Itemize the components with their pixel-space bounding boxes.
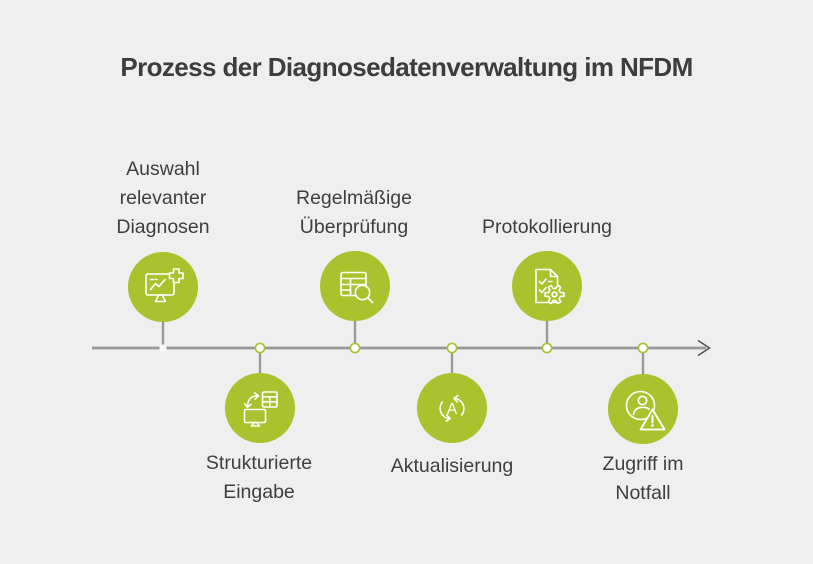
timeline-junction-dot bbox=[159, 344, 167, 352]
step-circle-protokollierung bbox=[512, 251, 582, 321]
step-circle-strukturierte bbox=[225, 373, 295, 443]
step-circle-aktualisierung: A bbox=[417, 373, 487, 443]
step-label-protokollierung: Protokollierung bbox=[481, 216, 613, 238]
person-warning-icon bbox=[625, 390, 666, 431]
step-label-zugriff: Zugriff im Notfall bbox=[602, 453, 684, 504]
step-circle-auswahl bbox=[128, 252, 198, 322]
refresh-cycle-icon: A bbox=[439, 394, 465, 423]
monitor-chart-plus-icon bbox=[145, 268, 184, 303]
timeline-node bbox=[541, 342, 553, 354]
timeline-node bbox=[637, 342, 649, 354]
timeline-node bbox=[349, 342, 361, 354]
timeline-arrow-icon bbox=[697, 339, 711, 357]
refresh-icon-letter: A bbox=[447, 401, 458, 418]
page-title: Prozess der Diagnosedatenverwaltung im N… bbox=[120, 52, 693, 82]
monitor-sync-table-icon bbox=[243, 391, 278, 427]
document-checklist-gear-icon bbox=[535, 268, 565, 305]
timeline-node bbox=[446, 342, 458, 354]
step-label-strukturierte: Strukturierte Eingabe bbox=[205, 452, 313, 503]
table-magnifier-icon bbox=[340, 271, 374, 304]
step-label-aktualisierung: Aktualisierung bbox=[390, 455, 514, 477]
step-circle-regelmaessige bbox=[320, 251, 390, 321]
step-label-regelmaessige: Regelmäßige Überprüfung bbox=[296, 187, 412, 238]
timeline-node bbox=[254, 342, 266, 354]
step-label-auswahl: Auswahl relevanter Diagnosen bbox=[116, 158, 210, 238]
step-circle-zugriff bbox=[608, 374, 678, 444]
